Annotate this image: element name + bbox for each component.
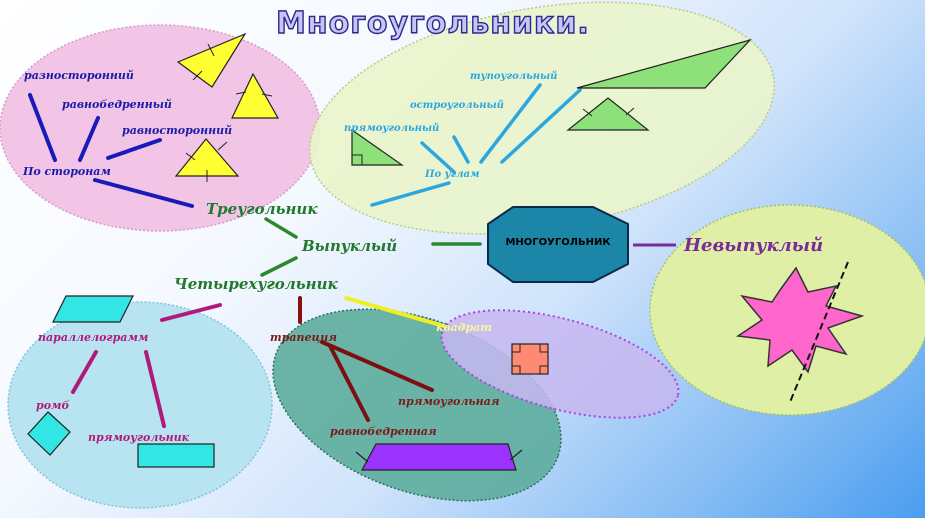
equilateral-label: равносторонний <box>122 124 233 137</box>
parallelogram-label: параллелограмм <box>38 331 149 344</box>
square-shape <box>511 343 549 375</box>
right-trapezoid-label: прямоугольная <box>398 395 500 408</box>
triangle-label: Треугольник <box>206 200 318 218</box>
page-title: Многоугольники. <box>275 5 590 41</box>
side-tick-marks <box>185 43 273 182</box>
angle-marks <box>352 107 635 165</box>
square-connector <box>344 296 446 328</box>
angle-triangle-shapes <box>351 38 752 166</box>
parallelogram-sub-connectors <box>71 350 166 428</box>
trapezoid-sub-connectors <box>320 340 434 422</box>
rectangle-label: прямоугольник <box>88 431 190 444</box>
by-angles-label: По углам <box>425 169 480 180</box>
center-label: МНОГОУГОЛЬНИК <box>505 237 611 248</box>
parallelogram-connector <box>160 303 222 322</box>
square-label: квадрат <box>436 321 492 334</box>
nonconvex-cut-line <box>789 261 849 403</box>
polygon-octagon <box>487 206 629 283</box>
triangle-angles-region <box>309 1 775 235</box>
trapezoid-tick-marks <box>355 449 523 463</box>
convex-label: Выпуклый <box>302 237 398 255</box>
isosceles-triangle <box>231 72 280 119</box>
scalene-label: разносторонний <box>24 69 134 82</box>
nonconvex-star <box>735 266 865 374</box>
rhombus-label: ромб <box>36 399 70 412</box>
angles-connectors <box>370 83 582 207</box>
square-region <box>440 309 680 419</box>
right-triangle <box>351 128 404 166</box>
rectangle-shape <box>137 443 215 468</box>
isosceles-trapezoid-label: равнобедренная <box>330 425 437 438</box>
obtuse-triangle <box>576 38 752 89</box>
parallelogram-shape <box>52 295 134 323</box>
trapezoid-label: трапеция <box>270 331 338 344</box>
by-sides-label: По сторонам <box>23 165 111 178</box>
main-connectors <box>260 217 482 277</box>
isosceles-label: равнобедренный <box>62 98 172 111</box>
right-label: прямоугольный <box>344 123 440 134</box>
scalene-triangle <box>176 32 247 88</box>
nonconvex-label: Невыпуклый <box>684 235 824 256</box>
acute-triangle <box>566 97 650 131</box>
acute-label: остроугольный <box>410 100 504 111</box>
quadrilateral-label: Четырехугольник <box>174 275 338 293</box>
sides-connectors <box>28 93 194 208</box>
rhombus-shape <box>27 411 71 456</box>
obtuse-label: тупоугольный <box>470 71 558 82</box>
trapezoid-shape <box>360 443 517 471</box>
